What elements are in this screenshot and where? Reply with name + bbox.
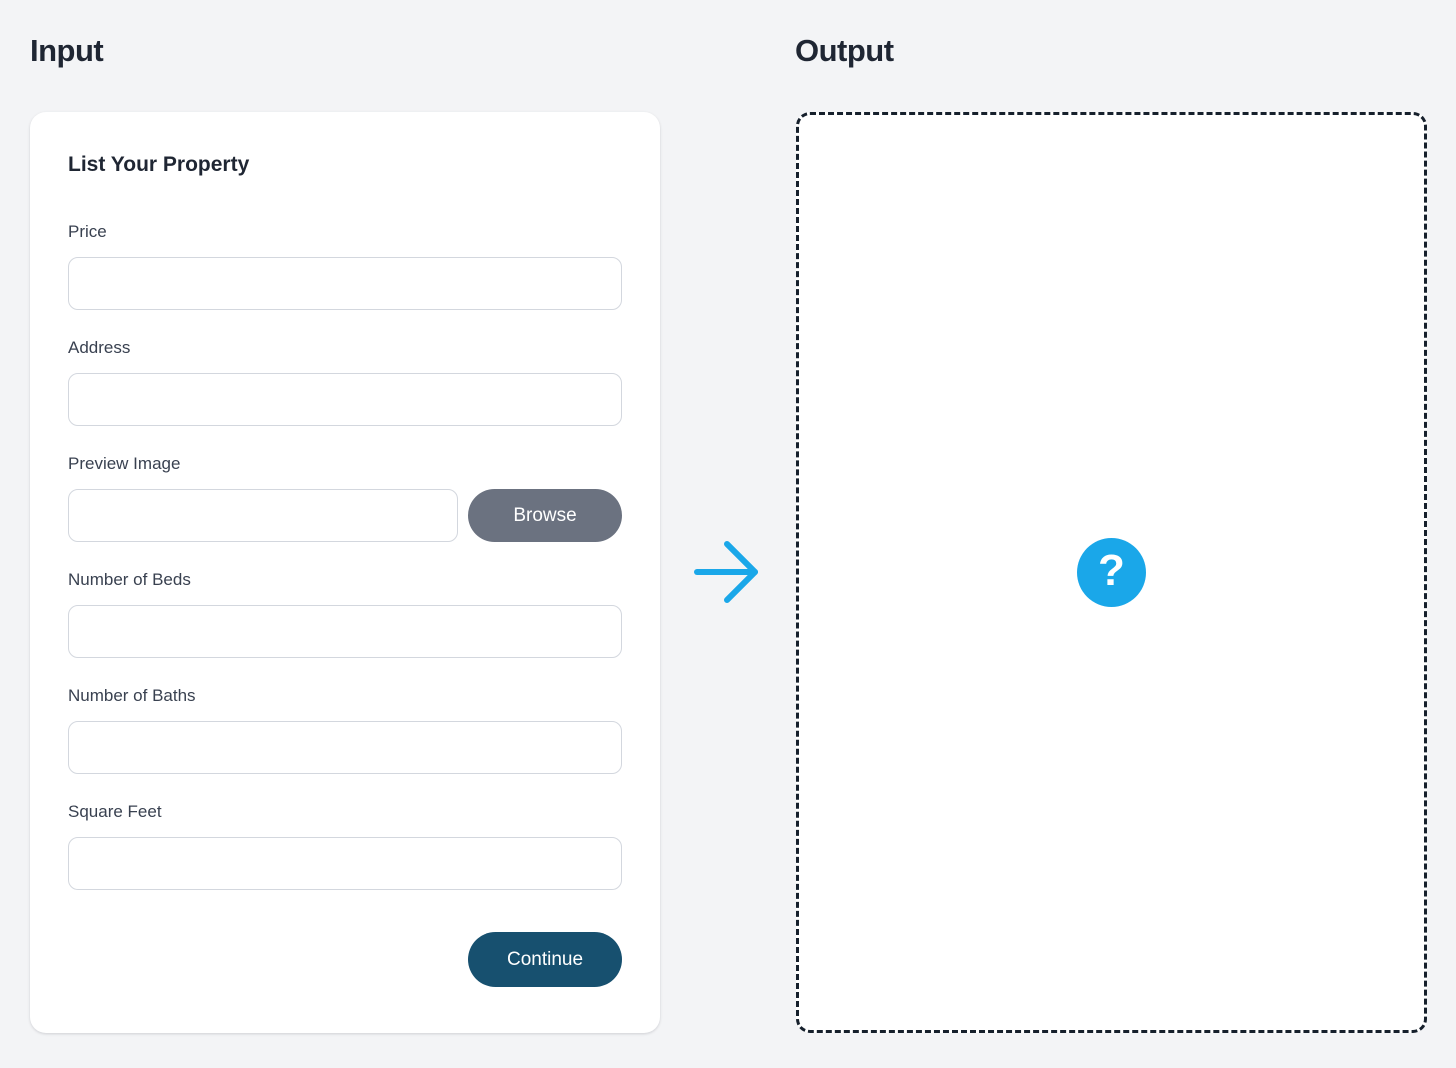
beds-label: Number of Beds <box>68 570 191 589</box>
preview-image-file-row: Browse <box>68 489 622 542</box>
property-form-card: List Your Property Price Address Preview… <box>30 112 660 1033</box>
browse-button[interactable]: Browse <box>468 489 622 542</box>
arrow-right-icon <box>694 540 762 604</box>
price-label: Price <box>68 222 107 241</box>
output-section-heading: Output <box>795 33 894 68</box>
preview-image-input[interactable] <box>68 489 458 542</box>
address-input[interactable] <box>68 373 622 426</box>
price-input[interactable] <box>68 257 622 310</box>
square-feet-field-group: Square Feet <box>68 800 622 890</box>
price-field-group: Price <box>68 220 622 310</box>
address-label: Address <box>68 338 131 357</box>
baths-label: Number of Baths <box>68 686 196 705</box>
beds-input[interactable] <box>68 605 622 658</box>
preview-image-label: Preview Image <box>68 454 181 473</box>
address-field-group: Address <box>68 336 622 426</box>
question-mark-glyph: ? <box>1098 545 1125 595</box>
preview-image-field-group: Preview Image Browse <box>68 452 622 542</box>
continue-button[interactable]: Continue <box>468 932 622 987</box>
input-section-heading: Input <box>30 33 104 68</box>
beds-field-group: Number of Beds <box>68 568 622 658</box>
square-feet-label: Square Feet <box>68 802 162 821</box>
continue-row: Continue <box>68 932 622 987</box>
output-panel: ? <box>796 112 1427 1033</box>
form-title: List Your Property <box>68 153 250 176</box>
baths-input[interactable] <box>68 721 622 774</box>
baths-field-group: Number of Baths <box>68 684 622 774</box>
question-mark-icon: ? <box>1077 538 1146 607</box>
square-feet-input[interactable] <box>68 837 622 890</box>
